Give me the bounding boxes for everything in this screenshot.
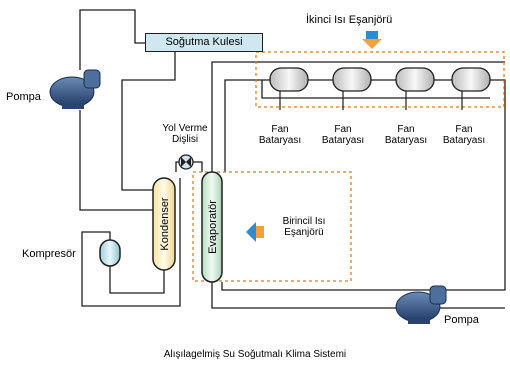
evaporator-vessel <box>201 171 223 283</box>
fan-coil-label: Fan Bataryası <box>316 124 370 146</box>
fan-coil-label: Fan Bataryası <box>379 124 433 146</box>
flow-arrow-icon <box>362 31 382 49</box>
diagram-caption: Alışılagelmiş Su Soğutmalı Klima Sistemi <box>163 349 347 360</box>
flow-arrow-icon <box>246 222 264 242</box>
compressor-label: Kompresör <box>22 248 76 260</box>
secondary-exchanger-frame <box>255 51 505 108</box>
fan-coil-label-line1: Fan <box>455 124 473 135</box>
fan-coil-icon <box>332 67 372 110</box>
primary-exchanger-label-line1: Birincil Isı <box>282 216 326 227</box>
cooling-tower-label: Soğutma Kulesi <box>165 36 243 48</box>
pipe-lines <box>79 9 506 309</box>
pump-left-label: Pompa <box>6 91 41 103</box>
condenser-label: Kondenser <box>159 197 171 251</box>
secondary-exchanger-label: İkinci Isı Eşanjörü <box>306 14 393 26</box>
fan-coil-label: Fan Bataryası <box>253 124 307 146</box>
fan-coil-label-line2: Bataryası <box>258 135 302 146</box>
primary-exchanger-label: Birincil Isı Eşanjörü <box>268 216 340 238</box>
expansion-valve-label-line1: Yol Verme <box>162 123 208 134</box>
primary-exchanger-label-line2: Eşanjörü <box>284 227 324 238</box>
cooling-tower-box: Soğutma Kulesi <box>145 33 263 52</box>
pump-right-label: Pompa <box>444 314 479 326</box>
fan-coil-icon <box>451 67 491 110</box>
expansion-valve-icon <box>178 154 194 170</box>
fan-coil-label-line1: Fan <box>271 124 289 135</box>
pump-icon <box>49 69 101 109</box>
expansion-valve-label-line2: Dişlisi <box>171 134 199 145</box>
fan-coil-label-line1: Fan <box>397 124 415 135</box>
compressor-icon <box>99 239 121 267</box>
fan-coil-label: Fan Bataryası <box>437 124 491 146</box>
primary-exchanger-frame <box>192 171 352 282</box>
evaporator-label: Evaporatör <box>207 200 219 254</box>
fan-coil-label-line1: Fan <box>334 124 352 135</box>
fan-coil-icon <box>395 67 435 110</box>
fan-coil-label-line2: Bataryası <box>442 135 486 146</box>
fan-coil-label-line2: Bataryası <box>384 135 428 146</box>
fan-coil-icon <box>269 67 309 110</box>
fan-coil-label-line2: Bataryası <box>321 135 365 146</box>
condenser-vessel <box>152 177 176 271</box>
pump-icon <box>395 285 447 324</box>
expansion-valve-label: Yol Verme Dişlisi <box>150 123 220 145</box>
